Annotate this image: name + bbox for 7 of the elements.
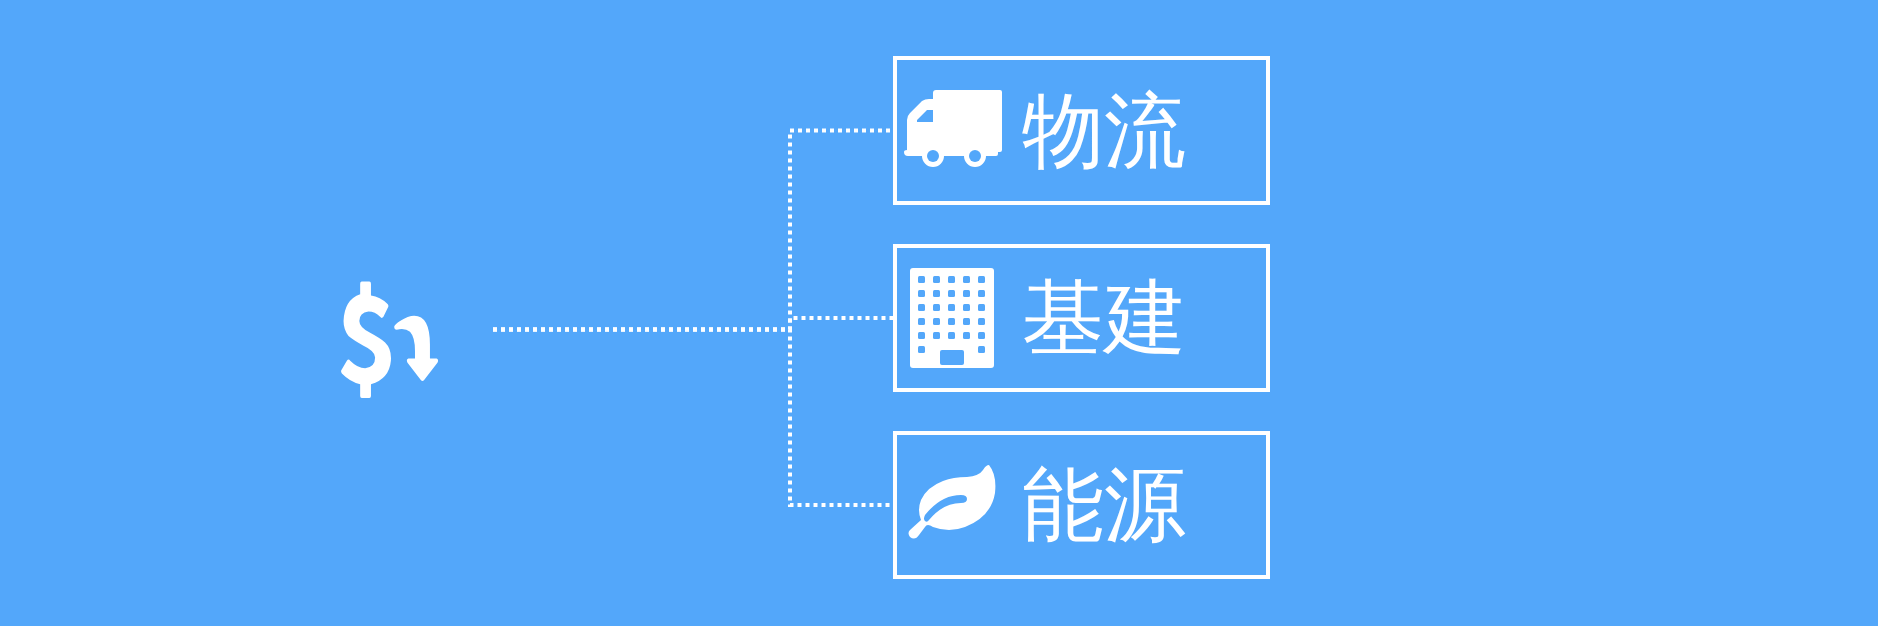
category-box	[893, 244, 1270, 392]
category-box	[893, 56, 1270, 205]
category-box	[893, 431, 1270, 579]
dotted-connector	[493, 327, 893, 507]
category-label: 能源	[1022, 464, 1186, 546]
category-label: 物流	[1022, 89, 1186, 172]
category-label: 基建	[1022, 277, 1186, 359]
